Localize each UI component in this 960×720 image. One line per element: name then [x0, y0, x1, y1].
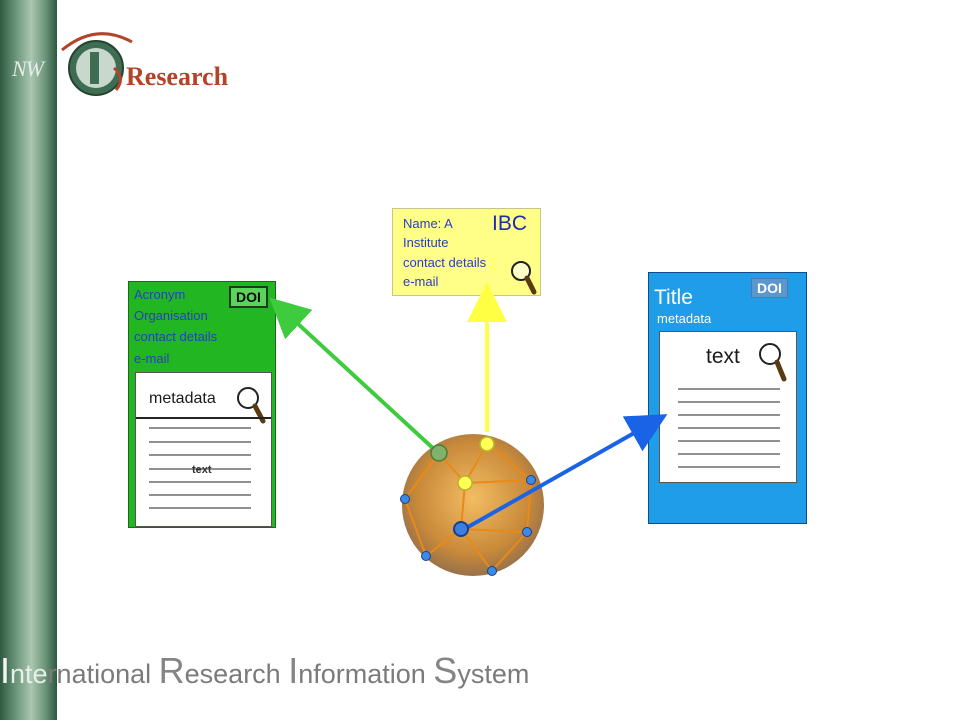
logo: NW Research [8, 28, 228, 103]
org-metadata-card: metadata text [135, 372, 272, 527]
logo-nw: NW [12, 56, 44, 81]
node-organisation [430, 444, 448, 462]
inst-acronym: IBC [492, 212, 528, 235]
pub-text-card: text [659, 331, 797, 483]
magnifier-icon [237, 387, 266, 424]
org-email: e-mail [134, 351, 170, 366]
publication-box: Title metadata DOI text [648, 272, 807, 524]
node [526, 475, 536, 485]
org-doi-badge: DOI [229, 286, 268, 308]
footer-part-esearch: esearch [184, 659, 289, 689]
pub-text-lines [678, 388, 780, 468]
pub-title: Title [654, 286, 693, 309]
pub-doi-badge: DOI [751, 278, 788, 298]
node-institute [479, 436, 495, 452]
footer-part-ystem: ystem [457, 659, 530, 689]
footer-cap-s: S [433, 650, 458, 691]
network-globe [402, 434, 544, 576]
inst-email: e-mail [403, 274, 439, 289]
footer-cap-i: I [0, 650, 11, 691]
node [400, 494, 410, 504]
pub-text-label: text [706, 345, 740, 368]
inst-institute: Institute [403, 235, 449, 250]
footer-cap-i2: I [288, 650, 299, 691]
node-center [457, 475, 473, 491]
org-contact: contact details [134, 329, 218, 344]
institute-box: Name: A Institute contact details e-mail… [392, 208, 541, 296]
magnifier-icon [511, 261, 537, 295]
org-text-lines [136, 417, 271, 509]
arrow-to-publication [467, 414, 668, 529]
inst-name: Name: A [403, 216, 453, 231]
footer-cap-r: R [158, 650, 185, 691]
sidebar-band [0, 0, 57, 720]
node [522, 527, 532, 537]
node-publication [453, 521, 469, 537]
org-acronym: Acronym [134, 287, 186, 302]
inst-contact: contact details [403, 255, 487, 270]
organisation-box: Acronym Organisation contact details e-m… [128, 281, 276, 528]
org-metadata-label: metadata [149, 390, 216, 407]
footer-part-nformation: nformation [298, 659, 434, 689]
node [487, 566, 497, 576]
pub-metadata: metadata [657, 311, 712, 326]
logo-emblem [61, 32, 133, 96]
footer-part-rnational: rnational [47, 659, 159, 689]
footer-part-nte: nte [10, 659, 48, 689]
node [421, 551, 431, 561]
footer-title: International Research Information Syste… [0, 650, 529, 692]
arrow-to-organisation [269, 297, 438, 453]
magnifier-icon [759, 343, 787, 382]
org-name: Organisation [134, 308, 208, 323]
logo-research: Research [126, 62, 229, 91]
org-text-label: text [192, 464, 212, 476]
